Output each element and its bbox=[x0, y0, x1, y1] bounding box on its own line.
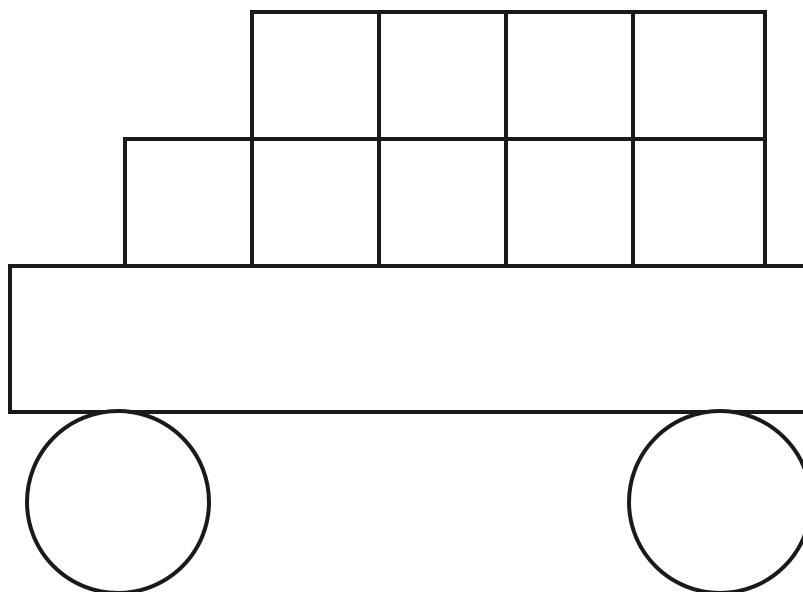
cargo-block-bottom-1 bbox=[125, 139, 252, 266]
cargo-block-top-2 bbox=[379, 12, 506, 139]
cargo-block-bottom-2 bbox=[252, 139, 379, 266]
cargo-block-top-4 bbox=[633, 12, 765, 139]
cargo-block-top-3 bbox=[506, 12, 633, 139]
cargo-block-top-1 bbox=[252, 12, 379, 139]
cargo-block-bottom-4 bbox=[506, 139, 633, 266]
cargo-block-bottom-3 bbox=[379, 139, 506, 266]
cargo-bottom-row bbox=[125, 139, 765, 266]
cargo-top-row bbox=[252, 12, 765, 139]
wheels bbox=[27, 411, 803, 592]
cargo-block-bottom-5 bbox=[633, 139, 765, 266]
wheel-left bbox=[27, 411, 209, 592]
wagon-bed bbox=[10, 266, 803, 412]
wheel-right bbox=[629, 411, 803, 592]
